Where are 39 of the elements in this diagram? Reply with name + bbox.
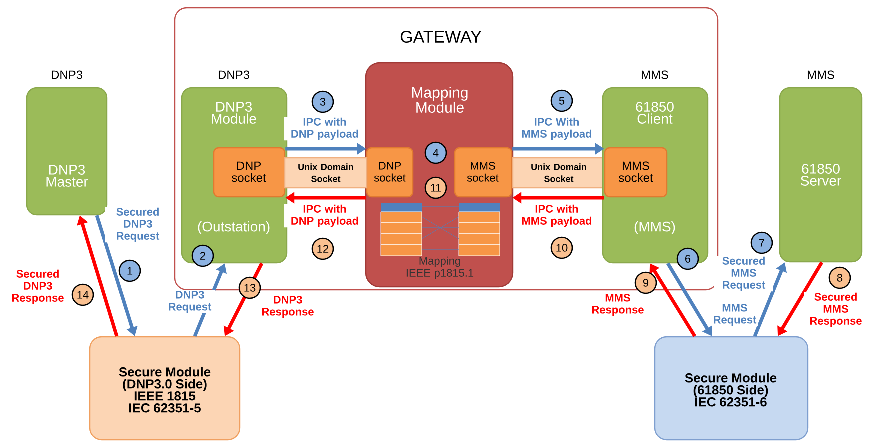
node-label: MMS: [642, 70, 668, 80]
edge-label: DNP3 Request: [164, 290, 216, 314]
unix-socket-bar: Unix Domain Socket: [512, 157, 606, 189]
edge-label: Secured MMS Request: [714, 256, 774, 292]
edge-label: Secured DNP3 Response: [6, 269, 70, 305]
secure-module-box: Secure Module (61850 Side) IEC 62351-6: [654, 336, 809, 441]
socket-box: MMS socket: [604, 147, 668, 198]
secure-module-box: Secure Module (DNP3.0 Side) IEEE 1815 IEC 62351-5: [89, 336, 241, 441]
edge-label: IPC With MMS payload: [516, 117, 598, 141]
edge-label: IPC with DNP payload: [284, 117, 366, 141]
callout-number: 2: [192, 244, 214, 268]
callout-number: 10: [550, 236, 574, 260]
edge-label: IPC with MMS payload: [516, 204, 598, 228]
callout-number: 12: [312, 238, 334, 260]
callout-number: 11: [424, 176, 448, 200]
device-box: MMS 61850 Server: [779, 70, 863, 263]
edge-label: MMS Request: [712, 304, 758, 326]
callout-number: 14: [72, 284, 94, 306]
node-label: DNP3: [52, 70, 82, 80]
callout-number: 9: [634, 272, 658, 294]
callout-number: 7: [750, 232, 774, 254]
node-label: DNP3: [218, 70, 250, 80]
callout-number: 13: [238, 276, 262, 300]
edge-label: MMS Response: [588, 294, 648, 316]
callout-number: 1: [118, 260, 142, 282]
edge-label: Secured DNP3 Request: [106, 207, 170, 243]
unix-socket-bar: Unix Domain Socket: [284, 157, 368, 189]
callout-number: 4: [424, 142, 448, 164]
socket-box: DNP socket: [366, 147, 414, 198]
callout-number: 8: [828, 266, 852, 290]
edge-label: IPC with DNP payload: [284, 204, 366, 228]
socket-box: DNP socket: [213, 147, 286, 198]
socket-box: MMS socket: [454, 147, 513, 198]
node-label: MMS: [808, 70, 834, 80]
edge-label: Secured MMS Response: [804, 292, 868, 328]
callout-number: 6: [676, 248, 700, 270]
device-box: DNP3 DNP3 Master: [26, 70, 108, 216]
callout-number: 3: [312, 90, 334, 114]
callout-number: 5: [550, 90, 574, 112]
